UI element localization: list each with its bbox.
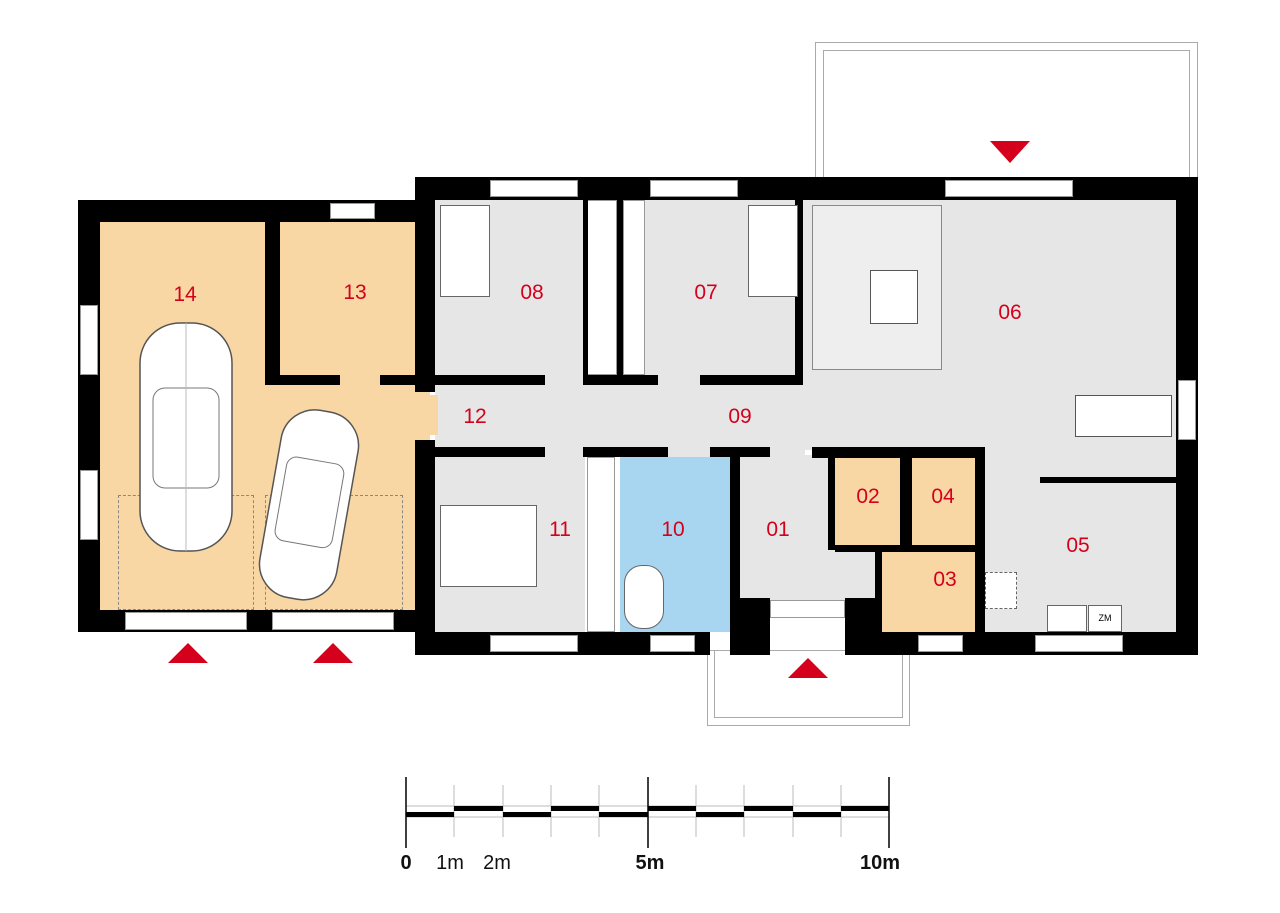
wardrobe-08 [587, 200, 617, 375]
window [80, 470, 98, 540]
scale-label-5m: 5m [635, 852, 665, 874]
car-icon [258, 409, 360, 601]
entrance-arrow-icon [168, 643, 208, 663]
room-09-hall [435, 375, 805, 457]
car-icon [139, 322, 233, 552]
wall [583, 200, 588, 375]
window [80, 305, 98, 375]
entrance-arrow-icon [313, 643, 353, 663]
wall [700, 375, 800, 385]
porch-inner [714, 650, 903, 718]
room-label-01: 01 [766, 518, 790, 541]
wall [380, 375, 435, 385]
wall [975, 447, 985, 632]
room-label-05: 05 [1066, 534, 1090, 557]
dining-table-icon [1075, 395, 1172, 437]
bathtub-icon [624, 565, 664, 629]
scale-label-0: 0 [400, 852, 412, 874]
room-label-03: 03 [933, 568, 957, 591]
garage-door [125, 612, 247, 630]
wall [265, 375, 340, 385]
wall [583, 375, 658, 385]
wall [78, 200, 100, 632]
window [1035, 635, 1123, 652]
coffee-table-icon [870, 270, 918, 324]
scale-bar-graphic [405, 777, 890, 848]
room-label-09: 09 [728, 405, 752, 428]
room-label-14: 14 [173, 283, 197, 306]
entrance-door [770, 600, 845, 618]
sofa-icon [812, 205, 942, 370]
wall [900, 458, 912, 550]
window [490, 635, 578, 652]
room-label-12: 12 [463, 405, 487, 428]
window [1178, 380, 1196, 440]
room-label-11: 11 [549, 518, 571, 541]
wall [617, 200, 623, 375]
entrance-arrow-icon [990, 141, 1030, 163]
room-label-04: 04 [931, 485, 955, 508]
wall [875, 552, 882, 632]
room-01 [740, 455, 835, 600]
room-label-08: 08 [520, 281, 544, 304]
window [650, 180, 738, 197]
room-04 [912, 458, 980, 545]
wall [865, 632, 1198, 655]
room-label-02: 02 [856, 485, 880, 508]
wardrobe-11 [587, 457, 615, 632]
room-13 [280, 222, 415, 375]
room-01-lower [835, 545, 880, 600]
room-label-07: 07 [694, 281, 718, 304]
double-bed-icon [440, 505, 537, 587]
window [650, 635, 695, 652]
sink-icon [1047, 605, 1087, 632]
washing-machine-icon: ZM [1088, 605, 1122, 632]
room-03 [882, 552, 975, 632]
room-02 [835, 458, 900, 545]
window [490, 180, 578, 197]
stove-icon [985, 572, 1017, 609]
room-label-13: 13 [343, 281, 367, 304]
window [330, 203, 375, 219]
window [918, 635, 963, 652]
wall [812, 447, 985, 458]
bed-icon [748, 205, 798, 297]
room-label-10: 10 [661, 518, 685, 541]
wall [730, 447, 740, 632]
scale-label-1m: 1m [436, 852, 464, 874]
wall [1040, 477, 1176, 483]
wardrobe-07 [623, 200, 645, 375]
wall [435, 447, 545, 457]
scale-label-2m: 2m [483, 852, 511, 874]
wall [78, 200, 430, 222]
wall [835, 545, 980, 552]
wall [828, 458, 835, 550]
wall [583, 447, 668, 457]
wall [415, 440, 435, 655]
wall [710, 447, 770, 457]
window [945, 180, 1073, 197]
room-label-06: 06 [998, 301, 1022, 324]
wall [415, 177, 435, 392]
bed-icon [440, 205, 490, 297]
scale-label-10m: 10m [859, 852, 901, 874]
entrance-arrow-icon [788, 658, 828, 678]
wall [795, 200, 803, 385]
wall [435, 375, 545, 385]
room-12-sliver [428, 395, 438, 435]
wall [265, 222, 280, 382]
garage-door [272, 612, 394, 630]
